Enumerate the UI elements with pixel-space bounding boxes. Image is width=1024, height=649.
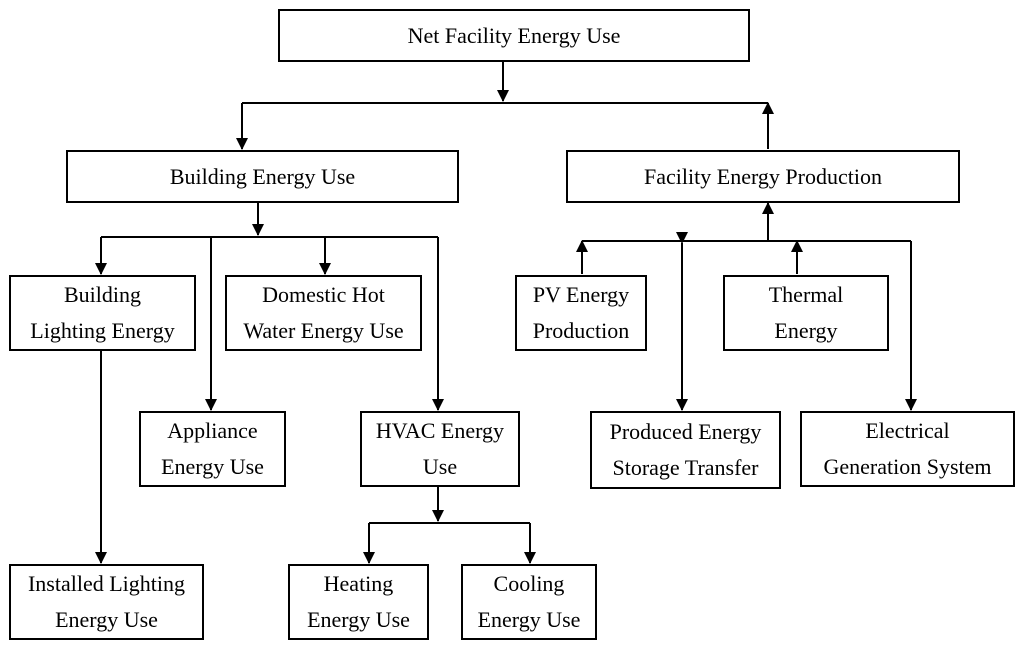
node-building-lighting-energy: Building Lighting Energy: [9, 275, 196, 351]
node-thermal-energy: Thermal Energy: [723, 275, 889, 351]
node-domestic-hot-water-energy-use: Domestic Hot Water Energy Use: [225, 275, 422, 351]
node-appliance-energy-use: Appliance Energy Use: [139, 411, 286, 487]
node-net-facility-energy-use: Net Facility Energy Use: [278, 9, 750, 62]
node-electrical-generation-system: Electrical Generation System: [800, 411, 1015, 487]
node-installed-lighting-energy-use: Installed Lighting Energy Use: [9, 564, 204, 640]
node-facility-energy-production: Facility Energy Production: [566, 150, 960, 203]
node-pv-energy-production: PV Energy Production: [515, 275, 647, 351]
node-hvac-energy-use: HVAC Energy Use: [360, 411, 520, 487]
node-produced-energy-storage-transfer: Produced Energy Storage Transfer: [590, 411, 781, 489]
node-cooling-energy-use: Cooling Energy Use: [461, 564, 597, 640]
node-building-energy-use: Building Energy Use: [66, 150, 459, 203]
node-heating-energy-use: Heating Energy Use: [288, 564, 429, 640]
